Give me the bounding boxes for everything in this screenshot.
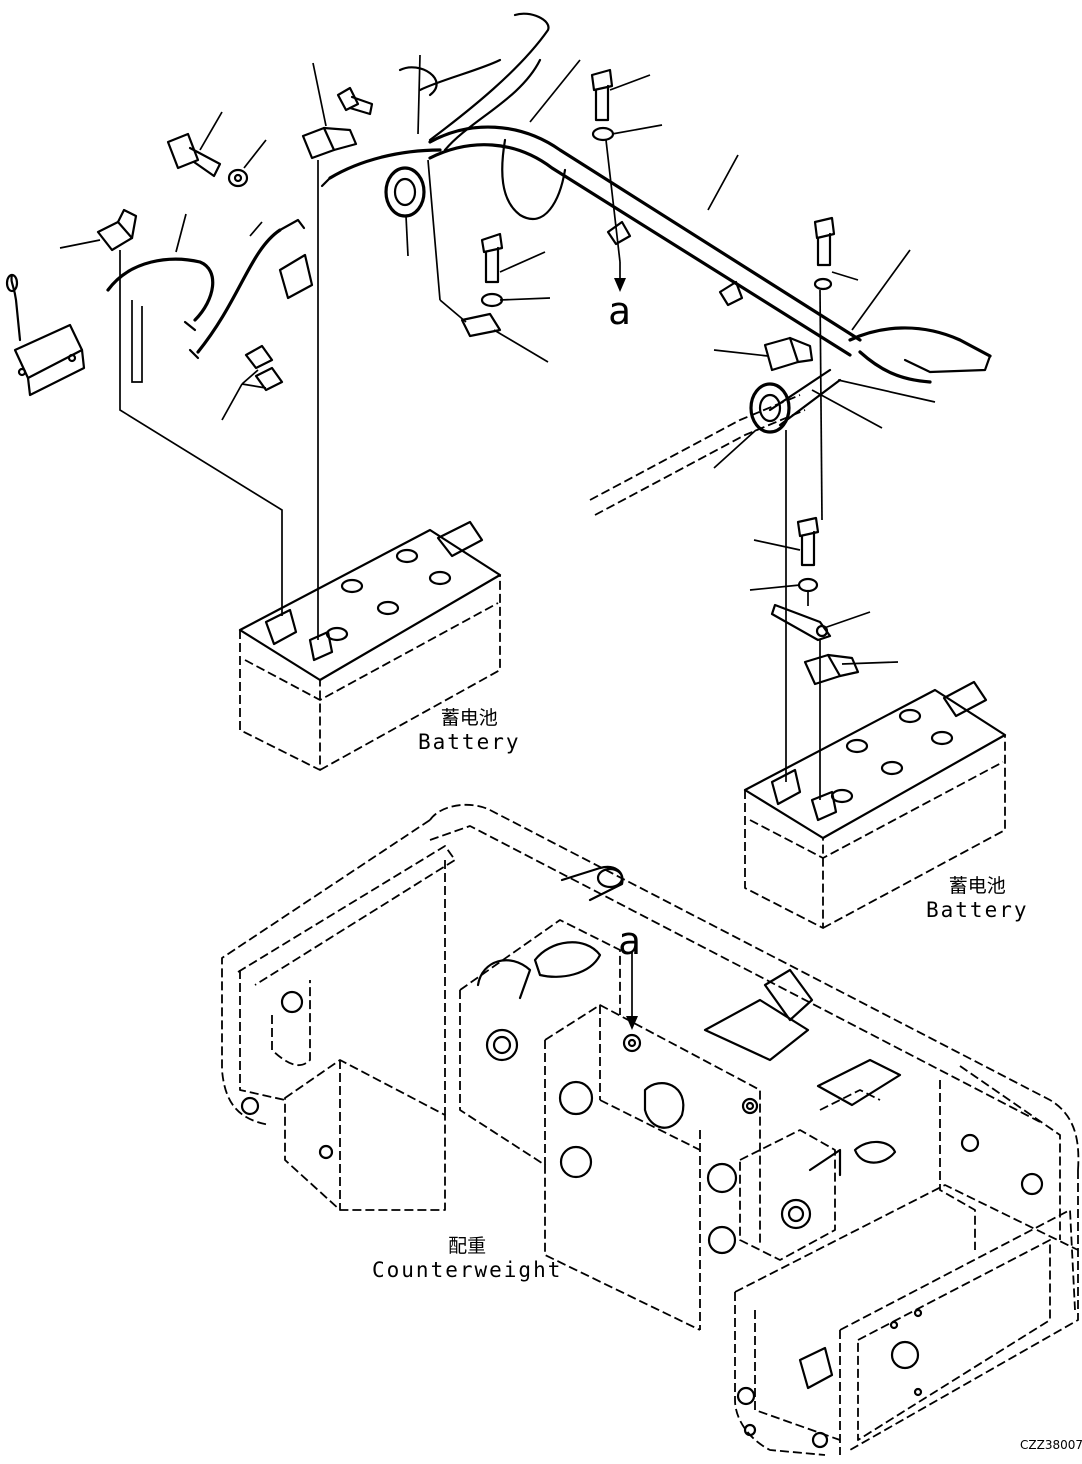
battery-label-left-cn: 蓄电池 <box>440 707 498 729</box>
counterweight <box>221 803 1080 1456</box>
battery-relay <box>5 273 86 397</box>
right-battery <box>743 680 1007 929</box>
terminal-cap-left <box>96 208 138 252</box>
grommet-right <box>749 382 791 434</box>
clamp-plate <box>278 253 314 300</box>
clip-center <box>460 312 502 338</box>
counterweight-label: 配重 Counterweight <box>372 1235 563 1282</box>
terminal-cap-top <box>301 126 358 160</box>
bolt-top-center <box>336 86 374 116</box>
section-mark-lower: a <box>618 919 641 963</box>
washer-center <box>480 292 504 308</box>
battery-label-right-en: Battery <box>926 897 1029 922</box>
battery-cable-left <box>106 218 306 360</box>
terminal-cap-right-lower <box>803 653 860 686</box>
arrow-upper <box>614 262 626 292</box>
bolt-right-lower <box>796 516 820 593</box>
assembly-lines <box>119 139 823 800</box>
arrow-lower <box>626 952 638 1030</box>
washer-upper-right <box>591 126 615 142</box>
clip-harness-b <box>718 280 744 307</box>
wire-harness <box>320 12 992 516</box>
terminal-cap-right <box>763 336 814 372</box>
terminal-lug-right <box>770 603 832 642</box>
terminal-bolts-pair <box>244 344 284 392</box>
bolt-upper-left <box>166 132 222 178</box>
bolt-center <box>480 232 504 284</box>
section-mark-upper: a <box>608 289 631 333</box>
counterweight-label-en: Counterweight <box>372 1257 563 1282</box>
leader-lines <box>59 54 936 665</box>
battery-label-right-cn: 蓄电池 <box>948 875 1006 897</box>
battery-label-left: 蓄电池 Battery <box>418 707 521 754</box>
bolt-upper-right <box>590 68 614 122</box>
counterweight-label-cn: 配重 <box>448 1235 487 1257</box>
grommet-left <box>384 166 426 218</box>
left-battery <box>238 520 502 771</box>
washer-upper-left <box>227 168 249 188</box>
bolt-right-top <box>813 216 836 291</box>
clip-harness-a <box>606 220 632 246</box>
battery-label-left-en: Battery <box>418 729 521 754</box>
drawing-code: CZZ38007 <box>1020 1438 1082 1452</box>
battery-label-right: 蓄电池 Battery <box>926 875 1029 922</box>
